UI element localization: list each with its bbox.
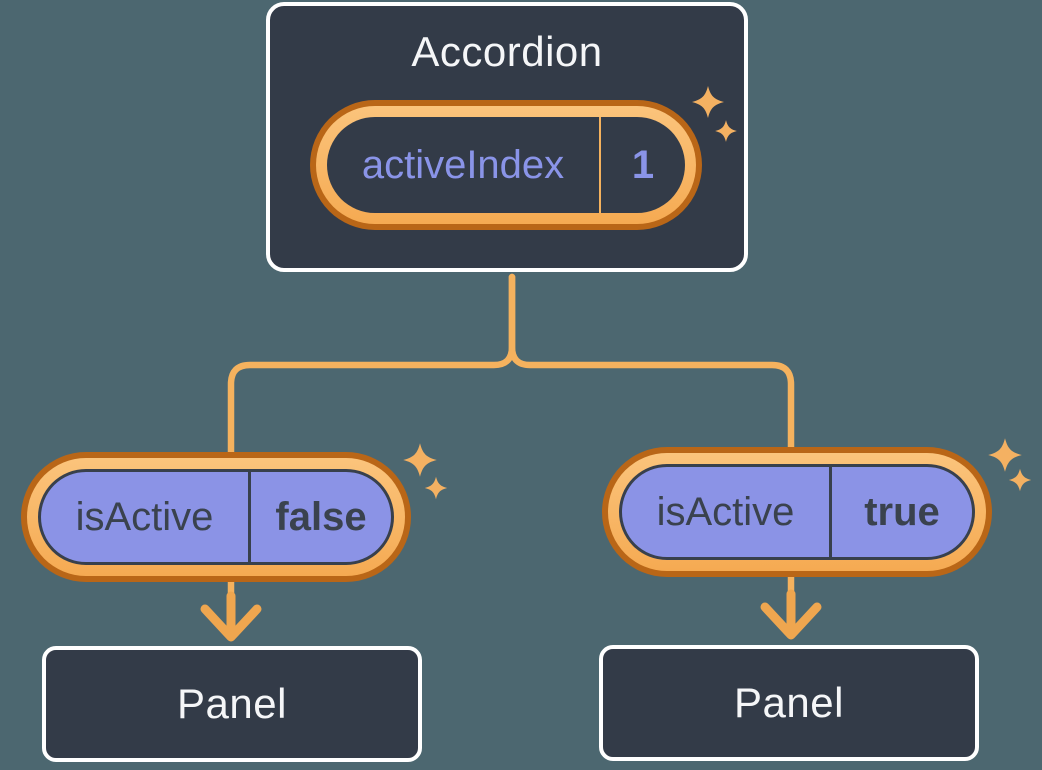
panel-node-left: Panel (42, 646, 422, 762)
sparkle-icon (424, 476, 448, 500)
arrow-down-icon-right (760, 589, 822, 640)
accordion-node-title: Accordion (411, 28, 603, 75)
state-pill-ring: activeIndex 1 (316, 106, 696, 224)
arrow-down-icon-left (200, 591, 262, 642)
sparkle-icon (1008, 468, 1032, 492)
prop-name-label: isActive (656, 489, 795, 534)
sparkle-icon (403, 443, 437, 477)
state-name-label: activeIndex (361, 142, 565, 187)
prop-pill-left: isActive false (21, 452, 411, 582)
sparkle-icon (988, 438, 1022, 472)
panel-node-title: Panel (177, 680, 287, 727)
prop-name-label: isActive (75, 494, 214, 539)
state-pill: activeIndex 1 (310, 100, 702, 230)
panel-node-right: Panel (599, 645, 979, 761)
prop-pill-left-ring: isActive false (27, 458, 405, 576)
prop-value: true (864, 489, 940, 534)
pill-divider (599, 117, 601, 213)
prop-value: false (275, 494, 367, 539)
pill-divider (829, 467, 832, 557)
prop-pill-right: isActive true (602, 447, 992, 577)
prop-pill-right-ring: isActive true (608, 453, 986, 571)
panel-node-title: Panel (734, 679, 844, 726)
state-value: 1 (631, 142, 655, 187)
